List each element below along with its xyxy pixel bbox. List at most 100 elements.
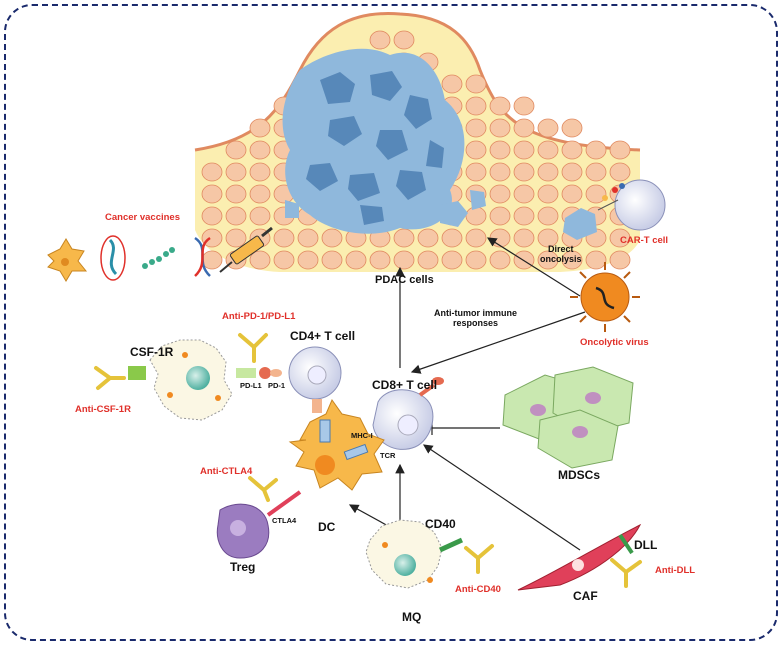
label-cd4-t-cell: CD4+ T cell: [290, 329, 356, 343]
tumor-cell: [465, 206, 487, 226]
tumor-cell: [297, 250, 319, 270]
dendritic-cell: [288, 398, 385, 491]
car-t-cell: [563, 179, 666, 240]
tumor-cell: [225, 184, 247, 204]
tumor-cell: [249, 140, 271, 160]
tumor-cell: [513, 184, 535, 204]
tumor-cell: [513, 118, 535, 138]
syringe-icon: [219, 226, 273, 273]
tumor-cell: [465, 228, 487, 248]
direct-line-2: oncolysis: [540, 253, 582, 264]
mrna-vaccine-icon: [100, 235, 126, 281]
tumor-cell: [441, 74, 463, 94]
tumor-cell: [273, 250, 295, 270]
tumor-cell: [441, 228, 463, 248]
tumor-cell: [537, 140, 559, 160]
tumor-cell: [537, 228, 559, 248]
tumor-cell: [537, 162, 559, 182]
label-cd40: CD40: [425, 517, 456, 531]
anti-tumor-line-1: Anti-tumor immune: [434, 308, 517, 318]
tumor-cell: [321, 250, 343, 270]
tumor-cell: [393, 250, 415, 270]
label-direct-oncolysis: Direct oncolysis: [540, 244, 582, 265]
anti-pd1-antibody: [238, 333, 268, 363]
label-treg: Treg: [230, 560, 256, 574]
label-oncolytic-virus: Oncolytic virus: [580, 337, 649, 348]
tumor-tissue: [194, 11, 641, 273]
label-dll: DLL: [634, 538, 658, 552]
tumor-cell: [609, 228, 631, 248]
anti-ctla4-antibody: [248, 476, 278, 502]
dna-vaccine-icon: [194, 236, 211, 277]
direct-line-1: Direct: [548, 244, 574, 254]
label-pd-1: PD-1: [268, 381, 286, 390]
peptide-vaccine-icon: [142, 247, 175, 269]
label-anti-cd40: Anti-CD40: [455, 584, 501, 595]
tumor-cell: [201, 184, 223, 204]
treg-cell: [216, 490, 302, 559]
tumor-cell: [321, 228, 343, 248]
tumor-cell: [249, 118, 271, 138]
tumor-cell: [369, 250, 391, 270]
cd4-t-cell: [288, 346, 342, 413]
label-anti-pd1-pdl1: Anti-PD-1/PD-L1: [222, 311, 296, 322]
tumor-cell: [513, 162, 535, 182]
tumor-cell: [489, 96, 511, 116]
tumor-cell: [537, 184, 559, 204]
oncolytic-virus-icon: [570, 262, 640, 332]
tumor-cell: [489, 250, 511, 270]
tumor-cell: [513, 140, 535, 160]
tumor-cell: [249, 184, 271, 204]
tumor-cell: [489, 206, 511, 226]
tumor-cell: [369, 30, 391, 50]
dashed-frame: [4, 4, 778, 641]
tumor-cell: [609, 250, 631, 270]
tumor-cell: [297, 228, 319, 248]
tumor-cell: [537, 118, 559, 138]
macrophage-mq: [365, 519, 464, 589]
tumor-cell: [585, 250, 607, 270]
pdac-cell-cluster: [282, 48, 486, 234]
label-tcr: TCR: [380, 451, 396, 460]
tumor-cell: [585, 140, 607, 160]
label-pd-l1: PD-L1: [240, 381, 262, 390]
tumor-cell: [465, 162, 487, 182]
label-anti-dll: Anti-DLL: [655, 565, 696, 576]
tumor-cell: [417, 228, 439, 248]
label-mq: MQ: [402, 610, 422, 624]
label-pdac-cells: PDAC cells: [375, 274, 434, 286]
tumor-cell: [513, 228, 535, 248]
tumor-cell: [393, 228, 415, 248]
label-csf1r: CSF-1R: [130, 345, 174, 359]
cd8-t-cell: [372, 377, 444, 450]
tumor-cell: [201, 162, 223, 182]
tumor-cell: [441, 250, 463, 270]
tumor-cell: [561, 118, 583, 138]
tumor-cell: [489, 162, 511, 182]
tumor-cell: [225, 140, 247, 160]
tumor-cell: [201, 250, 223, 270]
tumor-cell: [561, 250, 583, 270]
tumor-cell: [585, 184, 607, 204]
tumor-cell: [465, 118, 487, 138]
tumor-cell: [465, 74, 487, 94]
tumor-cell: [225, 228, 247, 248]
tumor-cell: [273, 228, 295, 248]
macrophage-csf1r: [128, 339, 256, 421]
tumor-cell: [225, 206, 247, 226]
tumor-cell: [249, 162, 271, 182]
tumor-cell: [561, 162, 583, 182]
tumor-cell: [393, 30, 415, 50]
anti-dll-antibody: [610, 558, 642, 588]
tumor-cell: [537, 206, 559, 226]
tumor-cell: [489, 140, 511, 160]
label-anti-tumor-responses: Anti-tumor immune responses: [434, 308, 517, 329]
tumor-cell: [609, 162, 631, 182]
tumor-cell: [513, 96, 535, 116]
tumor-cell: [465, 250, 487, 270]
label-mhc-i: MHC-I: [351, 431, 373, 440]
anti-tumor-line-2: responses: [452, 317, 499, 328]
label-anti-ctla4: Anti-CTLA4: [200, 466, 253, 477]
anti-cd40-antibody: [464, 544, 494, 574]
